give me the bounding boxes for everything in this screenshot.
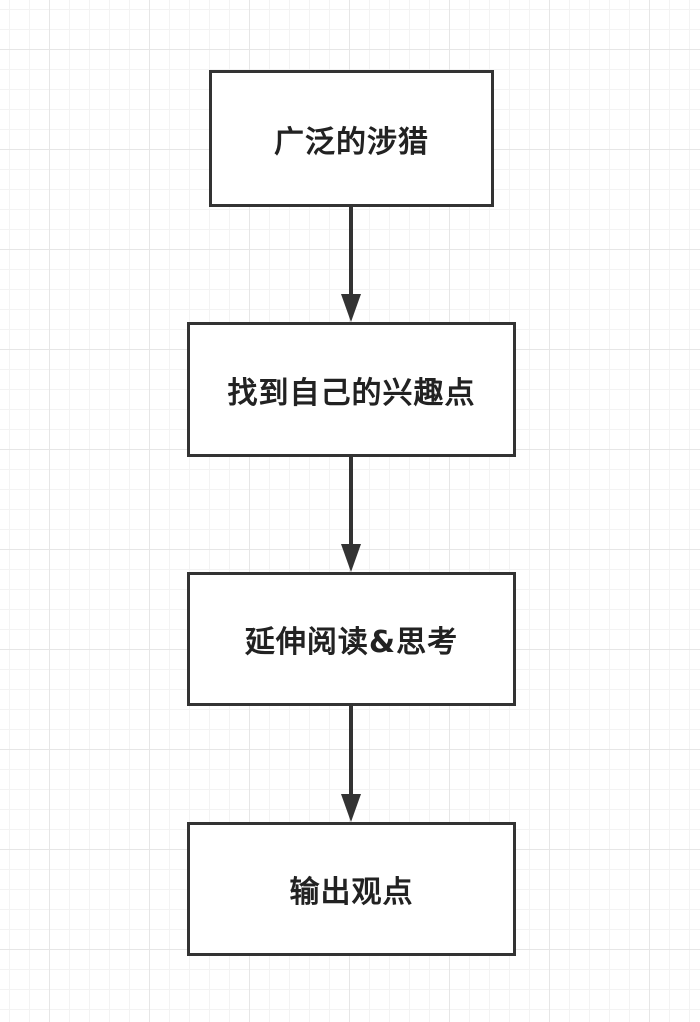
node-extended-reading-thinking[interactable]: 延伸阅读&思考	[187, 572, 516, 706]
node-broad-reading[interactable]: 广泛的涉猎	[209, 70, 494, 207]
node-label: 广泛的涉猎	[274, 124, 429, 160]
edge-n2-n3	[341, 457, 361, 572]
node-label: 延伸阅读&思考	[244, 625, 459, 660]
node-label: 找到自己的兴趣点	[227, 375, 476, 411]
edge-n1-n2	[341, 207, 361, 322]
node-find-interests[interactable]: 找到自己的兴趣点	[187, 322, 516, 457]
edge-n3-n4	[341, 706, 361, 822]
node-output-views[interactable]: 输出观点	[187, 822, 516, 956]
node-label: 输出观点	[289, 875, 414, 910]
